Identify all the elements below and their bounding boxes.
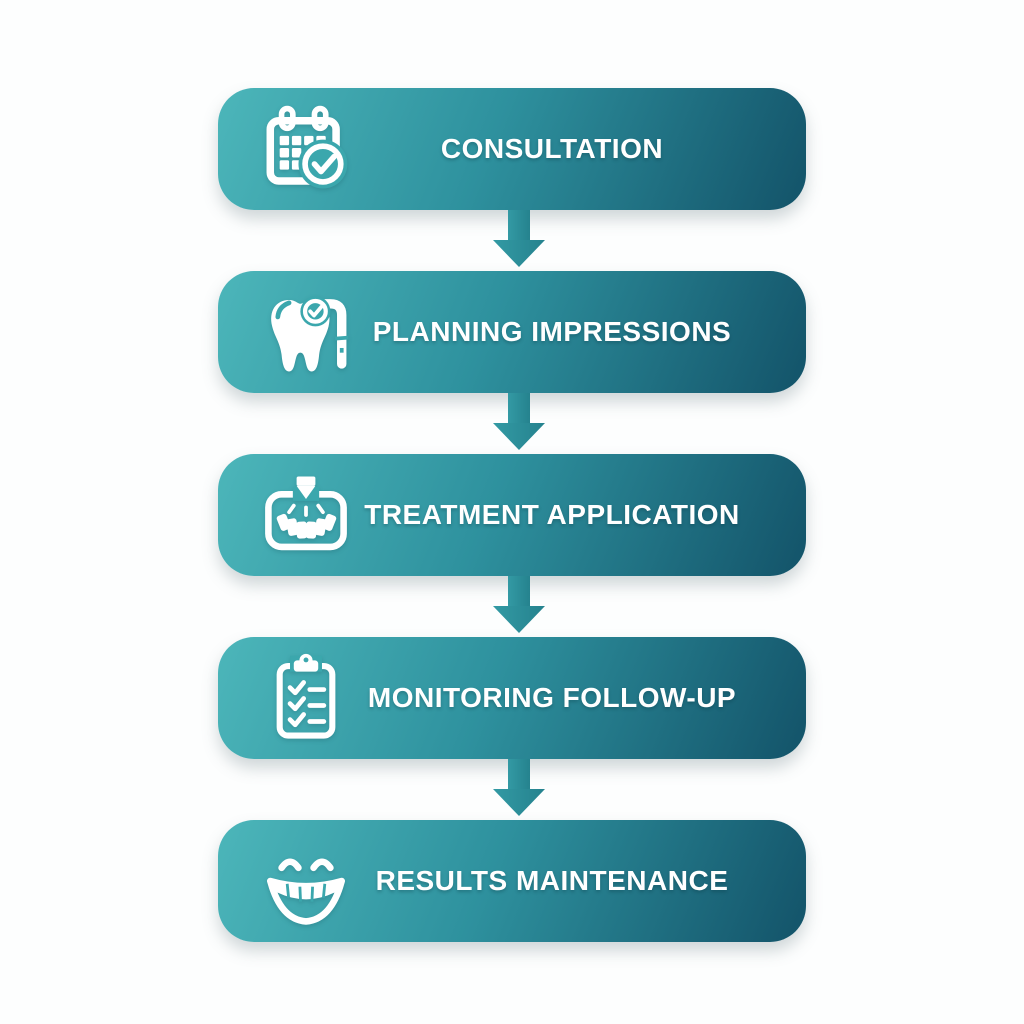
step-monitoring-follow-up: MONITORING FOLLOW-UP xyxy=(218,637,806,759)
step-treatment-application: TREATMENT APPLICATION xyxy=(218,454,806,576)
step-label: PLANNING IMPRESSIONS xyxy=(372,316,732,347)
step-label: TREATMENT APPLICATION xyxy=(364,499,740,530)
down-arrow-icon xyxy=(225,759,813,820)
flow-column: CONSULTATION PL xyxy=(218,88,806,942)
step-results-maintenance: RESULTS MAINTENANCE xyxy=(218,820,806,942)
step-planning-impressions: PLANNING IMPRESSIONS xyxy=(218,271,806,393)
down-arrow-icon xyxy=(225,576,813,637)
step-label: MONITORING FOLLOW-UP xyxy=(367,682,737,713)
down-arrow-icon xyxy=(225,210,813,271)
clipboard-checklist-icon xyxy=(256,651,356,745)
step-label: CONSULTATION xyxy=(440,133,664,164)
step-label: RESULTS MAINTENANCE xyxy=(375,865,729,896)
dental-tray-icon xyxy=(256,468,356,562)
down-arrow-icon xyxy=(225,393,813,454)
step-consultation: CONSULTATION xyxy=(218,88,806,210)
calendar-check-icon xyxy=(256,102,356,196)
tooth-check-icon xyxy=(256,285,356,379)
smiling-teeth-icon xyxy=(256,834,356,928)
